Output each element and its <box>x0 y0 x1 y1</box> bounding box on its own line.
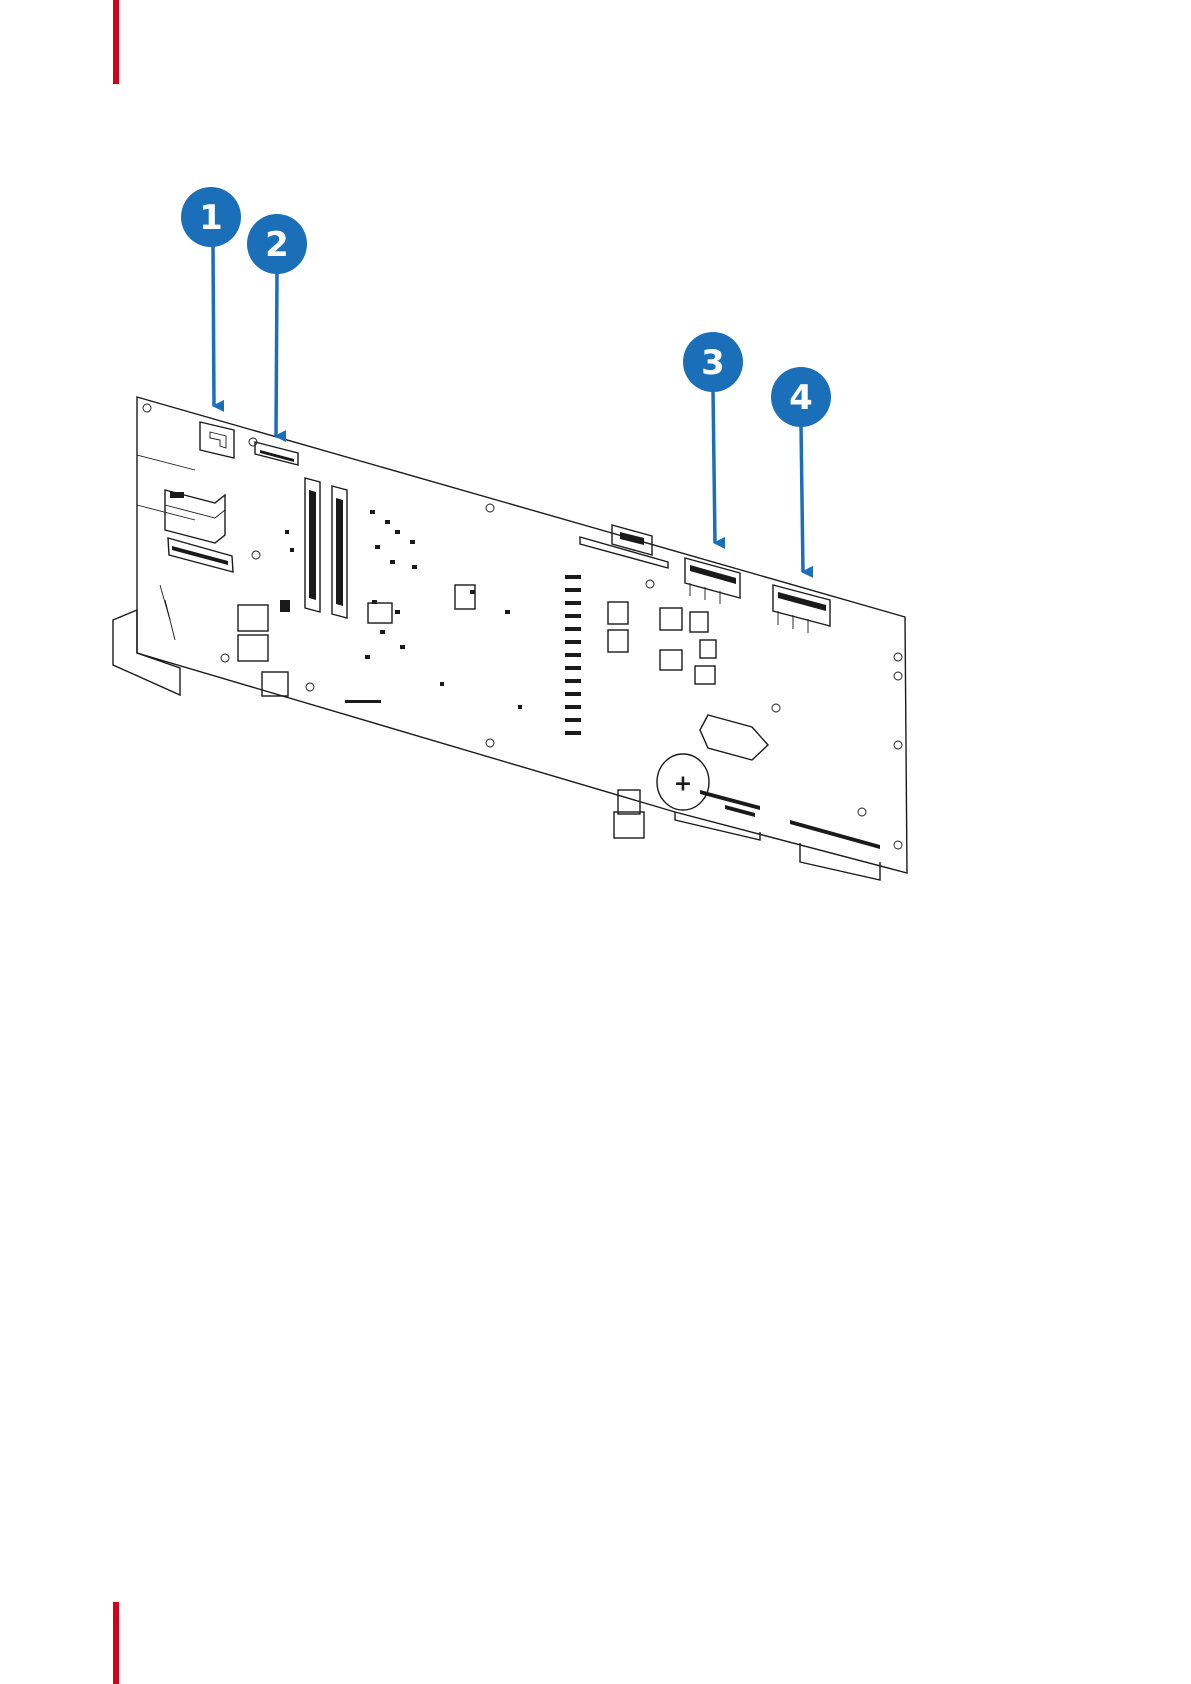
callout-3: 3 <box>683 332 743 543</box>
surface-components <box>280 510 522 709</box>
board-to-board-connectors <box>305 478 347 618</box>
connector-4 <box>773 585 830 633</box>
callout-2-label: 2 <box>265 225 289 265</box>
mounting-holes <box>143 404 902 849</box>
callout-2: 2 <box>247 214 307 436</box>
coaxial-connector <box>614 790 644 838</box>
callout-1: 1 <box>181 187 241 406</box>
component-chip-1 <box>455 585 475 609</box>
callout-1-label: 1 <box>199 198 223 238</box>
callout-3-label: 3 <box>701 343 725 383</box>
ethernet-jack <box>165 490 225 543</box>
connector-1 <box>200 422 234 458</box>
callout-4-label: 4 <box>789 378 813 418</box>
pcb-board <box>113 397 907 880</box>
coin-cell-battery: + <box>657 754 709 810</box>
dsub-port <box>580 525 668 568</box>
battery-holder <box>700 715 768 760</box>
connector-2 <box>255 442 298 465</box>
connector-3 <box>685 558 740 604</box>
battery-plus-symbol: + <box>674 772 692 797</box>
relay-components <box>238 605 288 696</box>
callout-4: 4 <box>771 367 831 572</box>
component-chip-2 <box>368 603 392 623</box>
pin-header <box>700 790 880 849</box>
power-components <box>608 602 716 684</box>
card-slot <box>168 538 233 572</box>
component-column <box>565 575 581 735</box>
